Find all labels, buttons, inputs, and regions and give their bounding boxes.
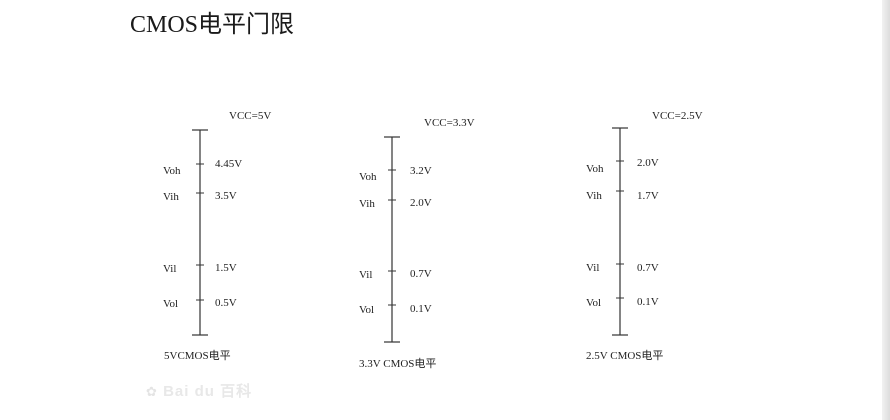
level-value-vih: 1.7V bbox=[637, 190, 659, 202]
page-edge bbox=[882, 0, 890, 420]
level-value-vol: 0.1V bbox=[637, 296, 659, 308]
level-value-vol: 0.1V bbox=[410, 303, 432, 315]
scale-caption: 3.3V CMOS电平 bbox=[359, 357, 436, 370]
level-name-vih: Vih bbox=[163, 191, 179, 203]
vcc-label: VCC=3.3V bbox=[424, 117, 475, 129]
level-name-voh: Voh bbox=[359, 171, 377, 183]
level-name-vil: Vil bbox=[163, 263, 176, 275]
vcc-label: VCC=2.5V bbox=[652, 110, 703, 122]
vcc-label: VCC=5V bbox=[229, 110, 271, 122]
level-value-vil: 0.7V bbox=[410, 268, 432, 280]
level-value-vil: 0.7V bbox=[637, 262, 659, 274]
level-name-vol: Vol bbox=[163, 298, 178, 310]
level-value-vih: 2.0V bbox=[410, 197, 432, 209]
level-name-vih: Vih bbox=[586, 190, 602, 202]
level-name-vih: Vih bbox=[359, 198, 375, 210]
level-value-vih: 3.5V bbox=[215, 190, 237, 202]
scale-3v3: VCC=3.3V Voh 3.2V Vih 2.0V Vil 0.7V Vol … bbox=[359, 117, 475, 370]
watermark-logo: ✿ Bai du 百科 bbox=[146, 380, 252, 401]
page-title: CMOS电平门限 bbox=[130, 12, 295, 38]
level-value-vil: 1.5V bbox=[215, 262, 237, 274]
scale-2v5: VCC=2.5V Voh 2.0V Vih 1.7V Vil 0.7V Vol … bbox=[586, 110, 703, 362]
level-value-vol: 0.5V bbox=[215, 297, 237, 309]
level-name-voh: Voh bbox=[586, 163, 604, 175]
level-value-voh: 4.45V bbox=[215, 158, 242, 170]
paw-icon: ✿ bbox=[146, 384, 158, 399]
level-name-voh: Voh bbox=[163, 165, 181, 177]
scale-5v: VCC=5V Voh 4.45V Vih 3.5V Vil 1.5V Vol 0… bbox=[163, 110, 271, 362]
level-value-voh: 3.2V bbox=[410, 165, 432, 177]
level-name-vil: Vil bbox=[586, 262, 599, 274]
level-name-vol: Vol bbox=[359, 304, 374, 316]
watermark-text: Bai du 百科 bbox=[163, 383, 253, 400]
scale-caption: 5VCMOS电平 bbox=[164, 349, 231, 362]
level-name-vol: Vol bbox=[586, 297, 601, 309]
level-name-vil: Vil bbox=[359, 269, 372, 281]
level-value-voh: 2.0V bbox=[637, 157, 659, 169]
scale-caption: 2.5V CMOS电平 bbox=[586, 349, 663, 362]
